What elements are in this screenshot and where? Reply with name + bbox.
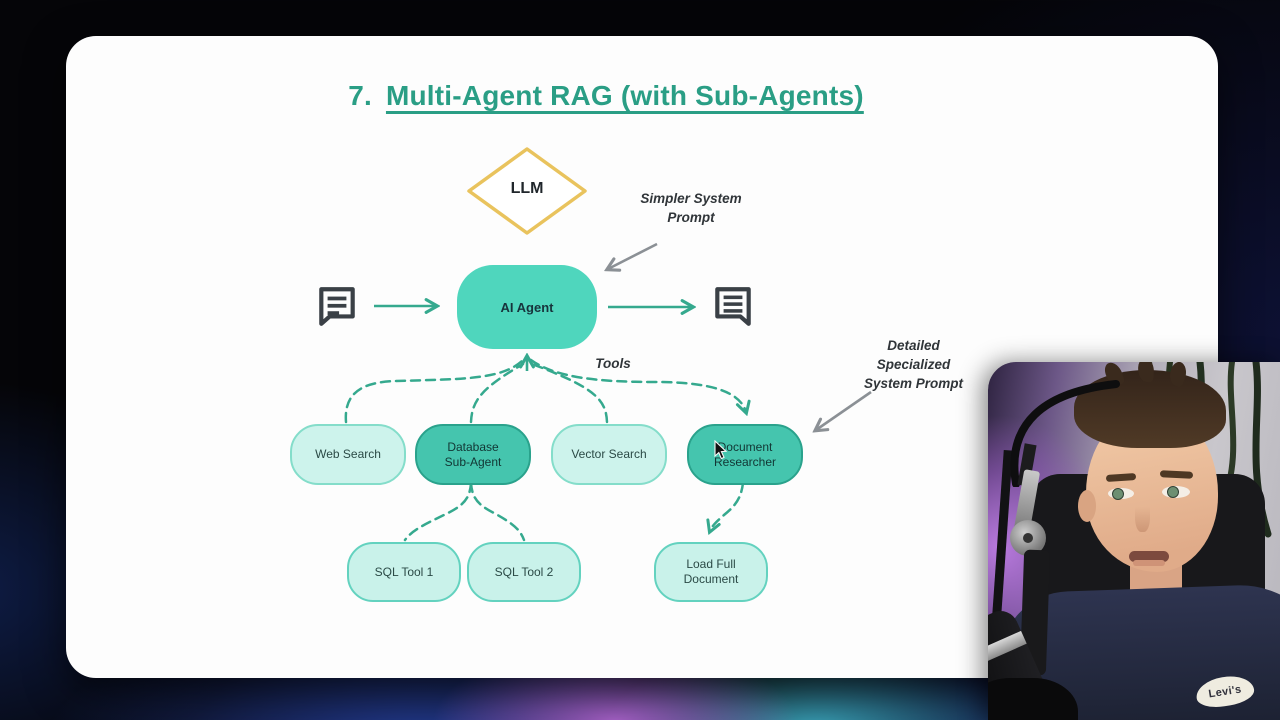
person-ear [1078, 490, 1096, 522]
person-iris-right [1167, 486, 1179, 498]
chat-output-icon [710, 283, 756, 329]
mouse-cursor [714, 440, 728, 460]
sql-tool-1-node: SQL Tool 1 [347, 542, 461, 602]
mic-cable [1010, 380, 1120, 487]
simpler-system-prompt-annotation: Simpler System Prompt [640, 191, 742, 225]
load-full-document-node: Load Full Document [654, 542, 768, 602]
webcam-overlay: Levi's [988, 362, 1280, 720]
web-search-node: Web Search [290, 424, 406, 485]
sql-tool-2-node: SQL Tool 2 [467, 542, 581, 602]
detailed-system-prompt-annotation: Detailed Specialized System Prompt [863, 338, 964, 391]
person-iris-left [1112, 488, 1124, 500]
slide-title: 7. Multi-Agent RAG (with Sub-Agents) [66, 80, 1146, 112]
person-nose [1135, 496, 1150, 532]
document-researcher-node: Document Researcher [687, 424, 803, 485]
tools-annotation: Tools [595, 356, 631, 371]
slide-title-number: 7. [348, 80, 372, 111]
database-subagent-node: Database Sub-Agent [415, 424, 531, 485]
person-mouth [1129, 551, 1169, 562]
slide-title-text: Multi-Agent RAG (with Sub-Agents) [385, 80, 864, 111]
vector-search-node: Vector Search [551, 424, 667, 485]
microphone-band [988, 630, 1027, 671]
chat-input-icon [314, 283, 360, 329]
person-lip [1133, 560, 1165, 566]
llm-node-label: LLM [510, 180, 544, 197]
ai-agent-node: AI Agent [457, 265, 597, 349]
